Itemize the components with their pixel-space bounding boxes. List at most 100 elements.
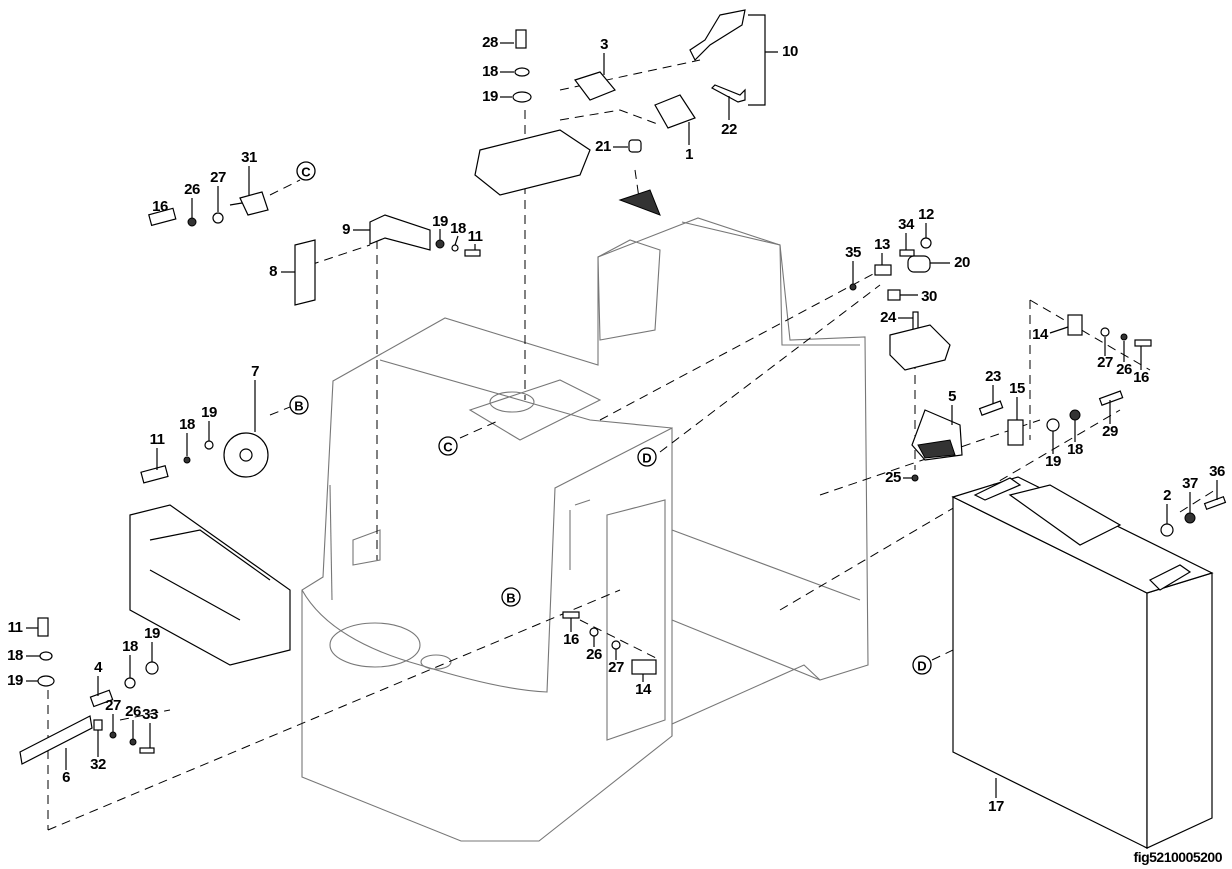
callout-label: 3 [600,36,608,53]
part-spacer-4 [89,689,114,708]
part-bolt-28 [515,29,527,49]
callout-label: 30 [921,288,937,305]
figure-id: fig5210005200 [1134,849,1223,865]
callout-label: 19 [7,672,23,689]
callout-leader-line [1049,326,1069,334]
callout-label: 11 [150,431,165,448]
reference-marker-label: C [301,165,311,180]
reference-marker-label: D [917,659,926,674]
callout-label: 18 [7,647,23,664]
part-clip-32 [93,719,103,731]
part-cap-20 [907,255,931,273]
part-washer-18 [514,67,530,77]
part-connector-3 [574,71,616,101]
callout-label: 16 [152,198,168,215]
reference-marker-label: C [443,440,453,455]
callout-label: 19 [201,404,217,421]
callout-label: 27 [105,697,121,714]
callout-label: 18 [179,416,195,433]
callout-label: 19 [482,88,498,105]
callout-label: 27 [608,659,624,676]
callout-label: 12 [918,206,934,223]
callout-label: 37 [1182,475,1198,492]
part-plug-30 [887,289,901,301]
callout-label: 25 [885,469,901,486]
callout-label: 8 [269,263,277,280]
callout-label: 4 [94,659,103,676]
reference-marker-label: D [642,451,651,466]
part-bracket-9 [369,214,431,251]
part-nut-26 [187,217,197,227]
callout-label: 29 [1102,423,1118,440]
part-bracket-15 [1007,419,1024,446]
callout-label: 34 [898,216,915,233]
part-cap-21 [628,139,642,153]
callout-label: 11 [8,619,23,636]
callout-label: 6 [62,769,70,786]
callout-label: 26 [1116,361,1132,378]
callout-label: 11 [468,228,483,245]
callout-label: 19 [432,213,448,230]
reference-marker-label: B [506,591,515,606]
callout-label: 26 [125,703,141,720]
callout-label: 23 [985,368,1001,385]
callout-label: 24 [880,309,897,326]
part-washer-27 [212,212,224,224]
callout-label: 19 [1045,453,1061,470]
callout-label: 5 [948,388,956,405]
callout-label: 21 [595,138,611,155]
callout-label: 18 [450,220,466,237]
callout-label: 19 [144,625,160,642]
callout-label: 22 [721,121,737,138]
callout-label: 15 [1009,380,1025,397]
part-mesh-plate [618,189,661,216]
callout-label: 14 [1032,326,1049,343]
callout-label: 35 [845,244,861,261]
callout-label: 16 [1133,369,1149,386]
callout-label: 33 [142,706,158,723]
part-relay-1 [654,94,696,129]
truck-chassis [301,217,869,842]
callout-label: 18 [482,63,498,80]
callout-bracket-10 [748,14,778,106]
reference-marker-circle [438,436,458,456]
callout-label: 36 [1209,463,1225,480]
callout-label: 20 [954,254,970,271]
callout-leader-line [454,235,459,246]
callout-label: 26 [184,181,200,198]
part-rail-6 [19,715,93,765]
reference-marker-circle [501,587,521,607]
part-switch-31 [229,191,269,216]
reference-markers: C B C D B D [289,161,932,675]
callout-label: 2 [1163,487,1171,504]
part-mounting-bracket-top [474,129,591,196]
callout-label: 28 [482,34,498,51]
part-terminal-block-8 [294,239,316,306]
callout-label: 32 [90,756,106,773]
part-bolt-16 [148,207,177,227]
part-washer-19 [512,91,532,103]
callout-label: 31 [241,149,257,166]
callout-label: 9 [342,221,350,238]
callout-label: 18 [122,638,138,655]
callout-label: 27 [210,169,226,186]
reference-marker-circle [912,655,932,675]
reference-marker-circle [289,395,309,415]
part-key-22 [711,84,746,103]
callout-label: 16 [563,631,579,648]
reference-marker-label: B [294,399,303,414]
callout-label: 17 [988,798,1004,815]
part-connector-13 [874,264,892,276]
callout-label: 10 [782,43,798,60]
callout-label: 27 [1097,354,1113,371]
callout-label: 18 [1067,441,1083,458]
parts [19,9,1227,849]
reference-marker-circle [637,447,657,467]
callout-label: 26 [586,646,602,663]
part-switch-14-upper [1067,314,1083,336]
part-key-switch-10 [689,9,746,62]
callout-label: 13 [874,236,890,253]
callout-label: 7 [251,363,259,380]
